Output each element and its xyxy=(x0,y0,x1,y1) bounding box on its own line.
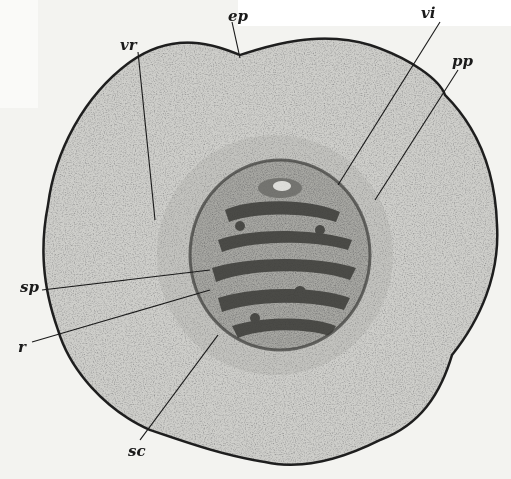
label-pp: pp xyxy=(452,52,473,70)
label-ep: ep xyxy=(228,7,249,25)
label-sc: sc xyxy=(128,442,146,460)
label-sp: sp xyxy=(20,278,39,296)
label-vr: vr xyxy=(120,36,138,54)
label-vi: vi xyxy=(421,4,436,22)
left-white-band xyxy=(0,0,38,108)
top-white-band xyxy=(238,0,511,26)
label-r: r xyxy=(18,338,27,356)
